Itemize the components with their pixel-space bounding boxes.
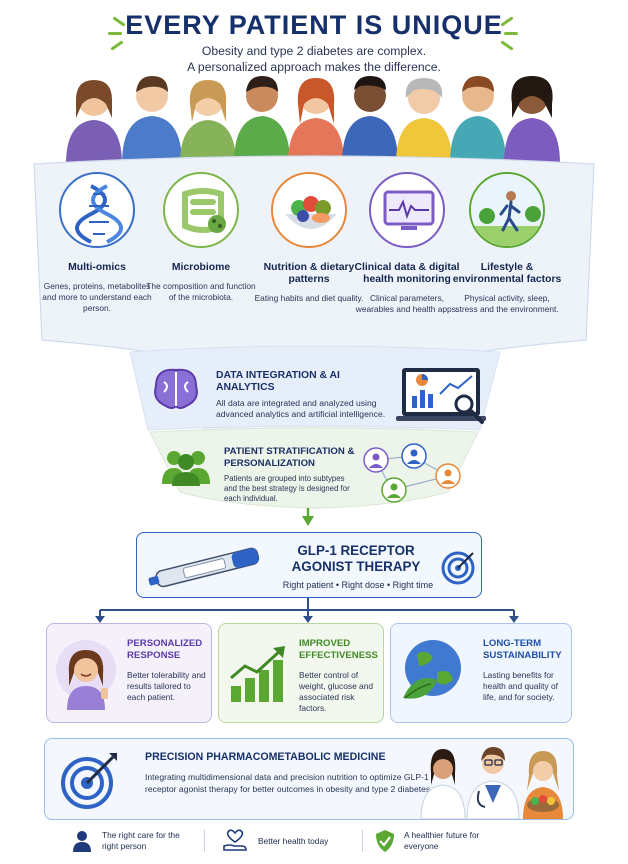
glp1-therapy-card: GLP-1 RECEPTOR AGONIST THERAPY Right pat…	[136, 532, 482, 598]
precision-title: PRECISION PHARMACOMETABOLIC MEDICINE	[145, 751, 386, 763]
integration-block: DATA INTEGRATION & AI ANALYTICS All data…	[216, 370, 386, 420]
branch-arrows	[95, 598, 519, 623]
target-icon	[441, 551, 475, 585]
target-arrow-icon	[61, 753, 117, 809]
factor-title: Multi-omics	[68, 262, 126, 273]
factor-title: Clinical data & digital health monitorin…	[354, 262, 460, 285]
outcome-title: LONG-TERM SUSTAINABILITY	[483, 638, 562, 661]
outcome-text: Better tolerability and results tailored…	[127, 670, 206, 702]
person-figure	[504, 76, 560, 164]
people-group-icon	[162, 451, 210, 486]
person-figure	[122, 76, 182, 164]
person-figure	[288, 78, 344, 164]
person-figure	[234, 76, 290, 164]
footer-item-right-care: The right care for the right person	[102, 830, 180, 851]
outcome-text: Lasting benefits for health and quality …	[483, 670, 558, 702]
factor-clinical: Clinical data & digital health monitorin…	[352, 172, 462, 315]
factor-lifestyle: Lifestyle & environmental factors Physic…	[452, 172, 562, 315]
analytics-laptop-icon	[396, 368, 486, 424]
person-figure	[342, 76, 398, 164]
therapy-title: GLP-1 RECEPTOR AGONIST THERAPY	[291, 543, 421, 574]
stratification-title: PATIENT STRATIFICATION & PERSONALIZATION	[224, 446, 355, 469]
factor-title: Microbiome	[171, 262, 231, 273]
factor-microbiome: Microbiome The composition and function …	[146, 172, 256, 303]
person-figure	[450, 76, 506, 164]
person-figure	[396, 78, 452, 164]
outcome-improved-effectiveness: IMPROVED EFFECTIVENESS Better control of…	[218, 623, 384, 723]
outcome-long-term-sustainability: LONG-TERM SUSTAINABILITY Lasting benefit…	[390, 623, 572, 723]
factor-text: The composition and function of the micr…	[146, 281, 256, 302]
brain-icon	[154, 368, 198, 409]
factor-nutrition: Nutrition & dietary patterns Eating habi…	[254, 172, 364, 304]
subtitle-line-2: A personalized approach makes the differ…	[187, 60, 441, 74]
intestine-icon	[163, 172, 239, 248]
arrow-down-icon	[302, 516, 314, 526]
dna-icon	[59, 172, 135, 248]
factor-title: Nutrition & dietary patterns	[263, 262, 355, 285]
outcome-text: Better control of weight, glucose and as…	[299, 670, 374, 713]
factor-text: Genes, proteins, metabolites and more to…	[42, 281, 152, 313]
sparkle-icon	[108, 32, 122, 35]
footer-divider	[204, 830, 205, 852]
walking-person-icon	[469, 172, 545, 248]
precision-medicine-card: PRECISION PHARMACOMETABOLIC MEDICINE Int…	[44, 738, 574, 820]
outcome-title: PERSONALIZED RESPONSE	[127, 638, 203, 661]
outcome-title: IMPROVED EFFECTIVENESS	[299, 638, 378, 661]
healthcare-team-icon	[420, 747, 563, 819]
patients-group-illustration	[66, 76, 560, 164]
therapy-subtitle: Right patient • Right dose • Right time	[282, 580, 434, 590]
food-bowl-icon	[271, 172, 347, 248]
smiling-patient-icon	[56, 640, 116, 710]
person-icon	[73, 831, 91, 852]
heart-hand-icon	[223, 829, 247, 851]
stratification-block: PATIENT STRATIFICATION & PERSONALIZATION…	[224, 446, 358, 504]
patient-subtypes-icon	[363, 443, 461, 503]
integration-text: All data are integrated and analyzed usi…	[216, 398, 386, 419]
precision-text: Integrating multidimensional data and pr…	[145, 772, 433, 794]
injection-pen-icon	[148, 547, 260, 588]
integration-title: DATA INTEGRATION & AI ANALYTICS	[216, 370, 340, 393]
factor-text: Clinical parameters, wearables and healt…	[355, 293, 459, 314]
factor-text: Physical activity, sleep, stress and the…	[455, 293, 559, 314]
subtitle-line-1: Obesity and type 2 diabetes are complex.	[201, 44, 427, 58]
shield-check-icon	[376, 830, 394, 852]
monitor-heartbeat-icon	[369, 172, 445, 248]
person-figure	[180, 80, 236, 164]
footer-item-better-health: Better health today	[258, 836, 329, 846]
sparkle-icon	[504, 32, 518, 35]
footer-item-healthier-future: A healthier future for everyone	[404, 830, 480, 851]
globe-leaf-icon	[403, 640, 461, 699]
growth-chart-icon	[230, 646, 285, 702]
factor-title: Lifestyle & environmental factors	[452, 262, 562, 285]
footer-divider	[362, 830, 363, 852]
person-figure	[66, 80, 122, 164]
factor-text: Eating habits and diet quality.	[254, 293, 364, 303]
outcome-personalized-response: PERSONALIZED RESPONSE Better tolerabilit…	[46, 623, 212, 723]
page-title: EVERY PATIENT IS UNIQUE	[125, 10, 503, 40]
factor-multi-omics: Multi-omics Genes, proteins, metabolites…	[42, 172, 152, 314]
stratification-text: Patients are grouped into subtypes and t…	[224, 474, 350, 503]
